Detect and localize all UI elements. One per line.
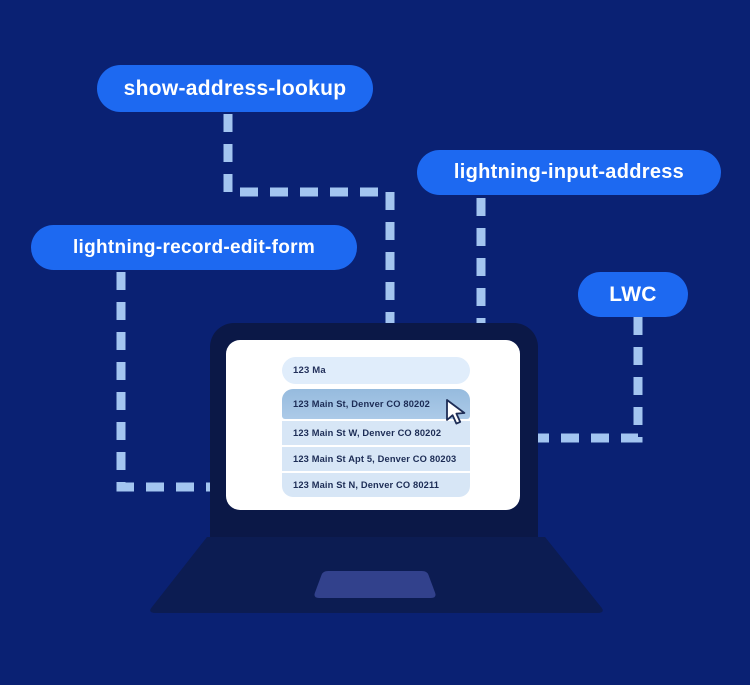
wire-lightning-record-edit-form: [116, 272, 214, 492]
suggestion-text: 123 Main St N, Denver CO 80211: [293, 480, 440, 490]
wire-show-address-lookup: [223, 114, 395, 330]
suggestion-row[interactable]: 123 Main St N, Denver CO 80211: [282, 473, 470, 497]
suggestion-row[interactable]: 123 Main St Apt 5, Denver CO 80203: [282, 447, 470, 471]
pill-text: lightning-record-edit-form: [72, 236, 316, 258]
suggestion-text: 123 Main St Apt 5, Denver CO 80203: [293, 454, 457, 464]
mouse-cursor-icon: [446, 399, 466, 425]
address-search-value: 123 Ma: [293, 365, 326, 376]
wire-lwc: [530, 317, 643, 443]
label-lightning-record-edit-form: lightning-record-edit-form: [31, 225, 357, 270]
suggestion-text: 123 Main St W, Denver CO 80202: [293, 428, 442, 438]
pill-text: show-address-lookup: [123, 76, 347, 100]
address-suggestion-dropdown: 123 Main St, Denver CO 80202 123 Main St…: [282, 389, 470, 497]
label-lwc: LWC: [578, 272, 688, 317]
label-lightning-input-address: lightning-input-address: [417, 150, 721, 195]
pill-text: LWC: [609, 282, 657, 306]
suggestion-row[interactable]: 123 Main St W, Denver CO 80202: [282, 421, 470, 445]
laptop-bezel: 123 Ma 123 Main St, Denver CO 80202 123 …: [210, 323, 538, 537]
pill-text: lightning-input-address: [453, 161, 685, 183]
suggestion-row-highlighted[interactable]: 123 Main St, Denver CO 80202: [282, 389, 470, 419]
suggestion-text: 123 Main St, Denver CO 80202: [293, 399, 431, 409]
laptop-screen: 123 Ma 123 Main St, Denver CO 80202 123 …: [226, 340, 520, 510]
label-show-address-lookup: show-address-lookup: [97, 65, 373, 112]
address-search-input[interactable]: 123 Ma: [282, 357, 470, 384]
